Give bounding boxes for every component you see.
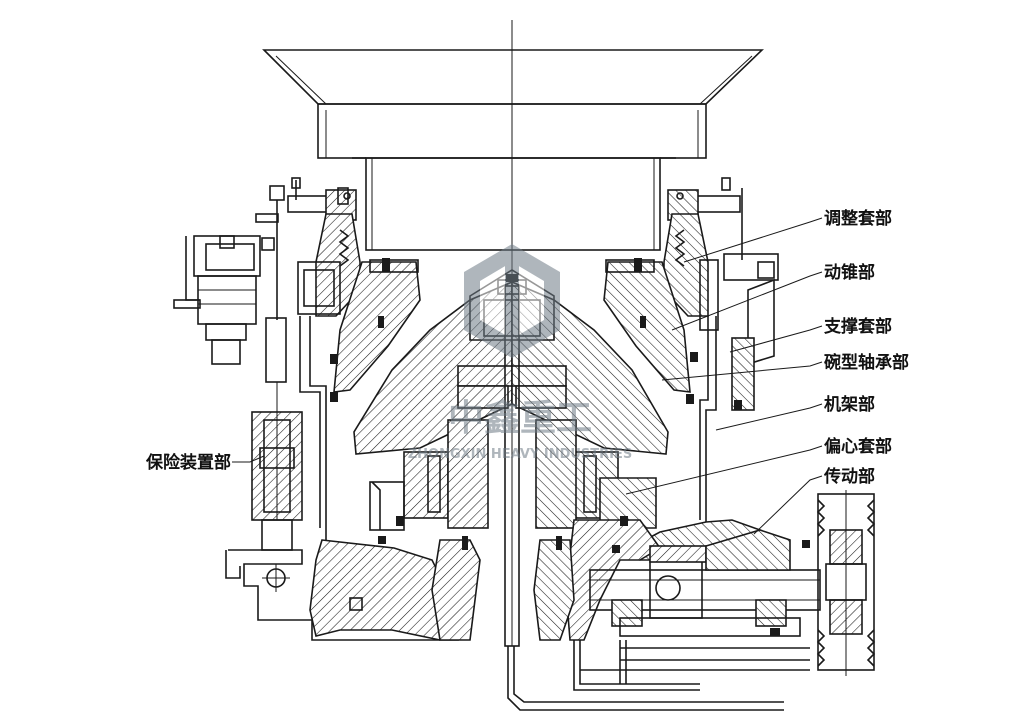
pulley bbox=[816, 490, 876, 676]
fasteners bbox=[330, 258, 810, 636]
right-adjust-ring bbox=[663, 177, 779, 411]
safety-cylinder bbox=[251, 317, 303, 551]
eccentric-sleeve bbox=[369, 419, 657, 531]
hydraulic-motor bbox=[173, 235, 275, 365]
label-frame: 机架部 bbox=[824, 394, 875, 415]
watermark-text: 中鑫重工 bbox=[448, 398, 592, 439]
label-moving-cone: 动锥部 bbox=[824, 262, 875, 283]
label-eccentric-sleeve: 偏心套部 bbox=[824, 436, 892, 457]
left-adjust-ring bbox=[255, 177, 361, 320]
label-drive: 传动部 bbox=[823, 466, 875, 487]
label-support-sleeve: 支撑套部 bbox=[824, 316, 892, 337]
watermark-subtext: ZHONGXIN HEAVY INDUSTRIES bbox=[408, 447, 633, 462]
drive-shaft-assembly bbox=[507, 529, 821, 711]
bowl-liners bbox=[333, 259, 691, 393]
label-bowl-bearing: 碗型轴承部 bbox=[824, 352, 909, 373]
label-safety-device: 保险装置部 bbox=[145, 452, 231, 473]
watermark-logo bbox=[464, 244, 560, 358]
leader-lines bbox=[232, 217, 823, 535]
label-adjust-sleeve: 调整套部 bbox=[824, 208, 892, 229]
